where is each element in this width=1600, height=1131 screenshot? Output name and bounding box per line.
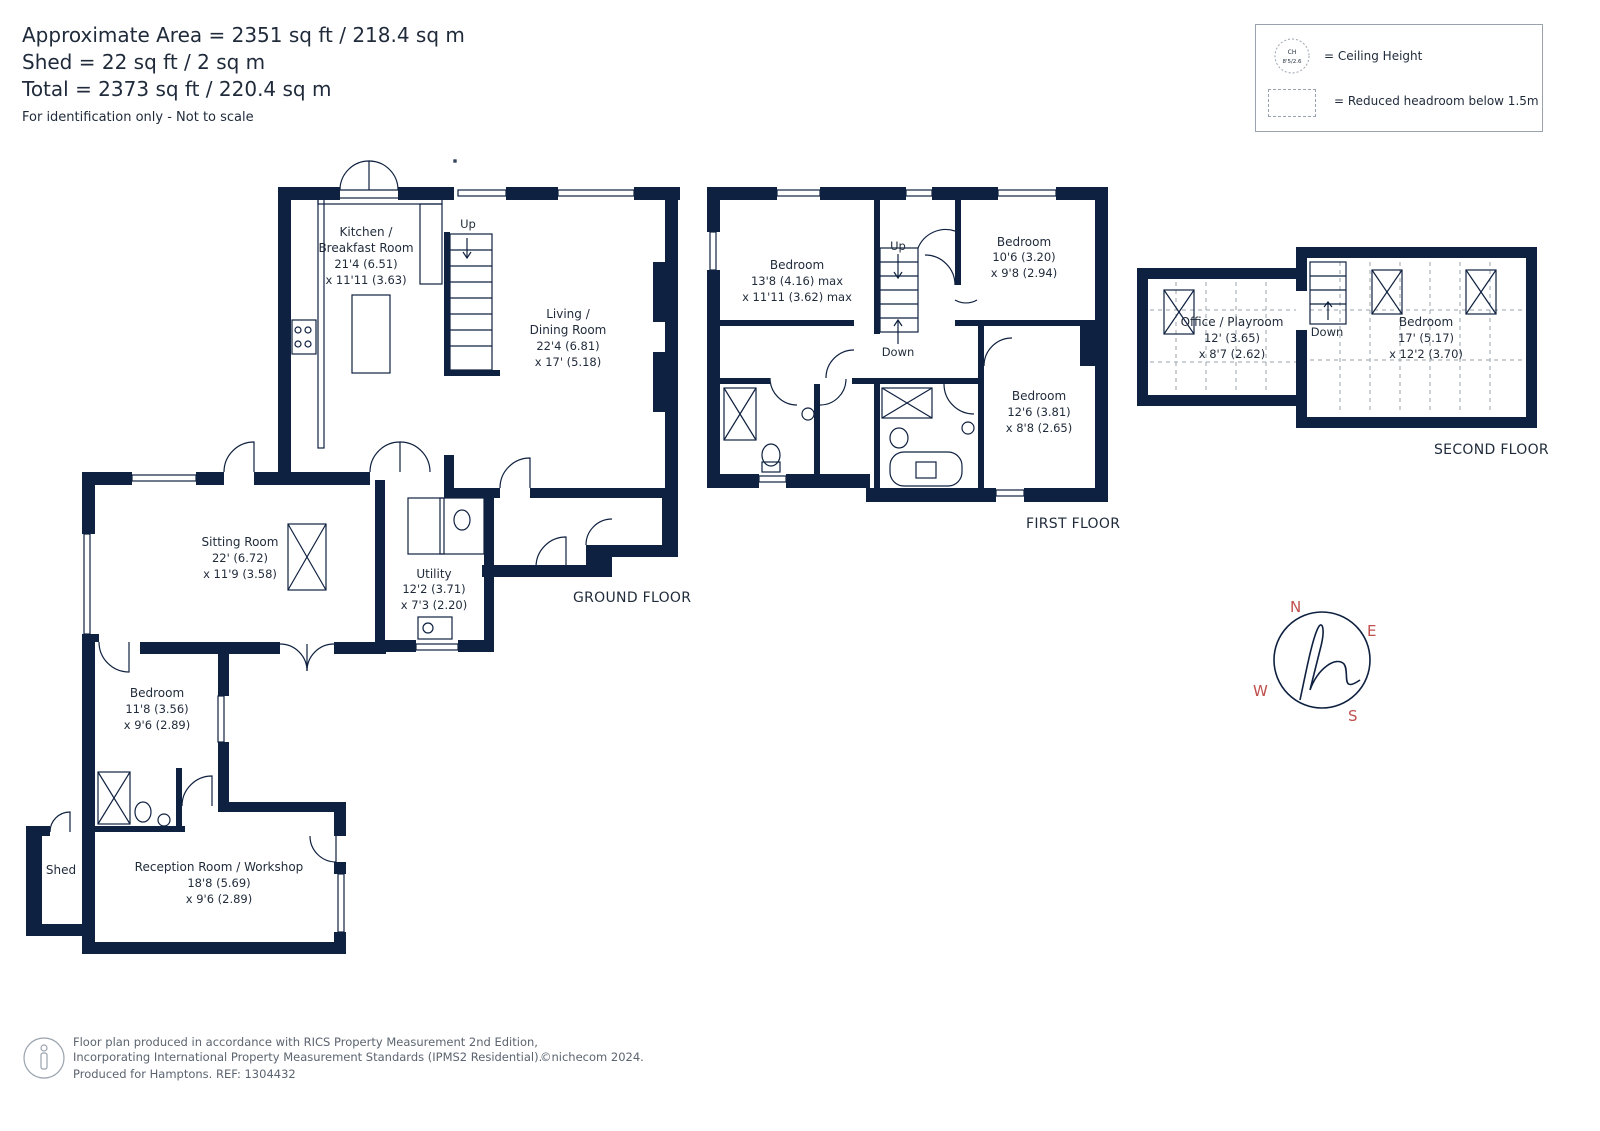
ground-stairs-up-label: Up: [460, 217, 476, 231]
ground-floor-fixtures: [49, 159, 635, 933]
first-floor-label: FIRST FLOOR: [1026, 516, 1121, 532]
second-bedroom-name: Bedroom: [1399, 315, 1453, 329]
compass-logo: N E S W: [1253, 598, 1376, 725]
compass-ring-icon: [1273, 611, 1371, 709]
first-bedroom-3-dim-1: 12'6 (3.81): [1007, 405, 1070, 419]
sitting-dim-2: x 11'9 (3.58): [203, 567, 277, 581]
kitchen-name-1: Kitchen /: [340, 225, 394, 239]
reception-dim-1: 18'8 (5.69): [187, 876, 250, 890]
living-name-2: Dining Room: [530, 323, 607, 337]
reduced-headroom-label: = Reduced headroom below 1.5m: [1334, 94, 1539, 108]
office-dim-2: x 8'7 (2.62): [1199, 347, 1266, 361]
second-floor-label: SECOND FLOOR: [1434, 442, 1549, 458]
office-name: Office / Playroom: [1181, 315, 1284, 329]
footer-ref-line: Produced for Hamptons. REF: 1304432: [73, 1067, 296, 1081]
ground-bedroom-dim-2: x 9'6 (2.89): [124, 718, 191, 732]
reception-name: Reception Room / Workshop: [135, 860, 304, 874]
first-bedroom-3-dim-2: x 8'8 (2.65): [1006, 421, 1073, 435]
ceiling-height-icon: CH 8'5/2.6: [1274, 38, 1310, 74]
ground-bedroom-name: Bedroom: [130, 686, 184, 700]
first-bedroom-1-dim-1: 13'8 (4.16) max: [751, 274, 843, 288]
first-floor-fixtures: [709, 189, 1057, 497]
ceiling-height-label: = Ceiling Height: [1324, 49, 1423, 63]
first-bedroom-2-dim-2: x 9'8 (2.94): [991, 266, 1058, 280]
kitchen-name-2: Breakfast Room: [318, 241, 413, 255]
second-bedroom-dim-2: x 12'2 (3.70): [1389, 347, 1463, 361]
first-bedroom-2-dim-1: 10'6 (3.20): [992, 250, 1055, 264]
legend-box: CH 8'5/2.6 = Ceiling Height = Reduced he…: [1255, 24, 1543, 132]
footer-rics-line: Floor plan produced in accordance with R…: [73, 1035, 538, 1049]
grand-total-line: Total = 2373 sq ft / 220.4 sq m: [22, 77, 332, 101]
reduced-headroom-swatch: [1268, 89, 1316, 117]
compass-west: W: [1253, 682, 1268, 700]
utility-name: Utility: [416, 567, 451, 581]
reception-dim-2: x 9'6 (2.89): [186, 892, 253, 906]
compass-east: E: [1367, 622, 1376, 640]
ground-bedroom-dim-1: 11'8 (3.56): [125, 702, 188, 716]
first-bedroom-2-name: Bedroom: [997, 235, 1051, 249]
second-stairs-down-label: Down: [1311, 325, 1344, 339]
footer-copyright: ©nichecom 2024.: [540, 1050, 644, 1064]
ceiling-badge-top: CH: [1288, 49, 1297, 56]
shed-area-line: Shed = 22 sq ft / 2 sq m: [22, 50, 266, 74]
living-dim-1: 22'4 (6.81): [536, 339, 599, 353]
second-floor-reduced-headroom: [1150, 262, 1526, 414]
ceiling-badge-bottom: 8'5/2.6: [1282, 59, 1302, 65]
footer-ipms-line: Incorporating International Property Mea…: [73, 1050, 543, 1064]
disclaimer-note: For identification only - Not to scale: [22, 110, 254, 125]
walls-ground-floor: [26, 187, 680, 954]
living-name-1: Living /: [546, 307, 590, 321]
walls-first-floor: [707, 187, 1108, 502]
total-area-line: Approximate Area = 2351 sq ft / 218.4 sq…: [22, 23, 465, 47]
office-dim-1: 12' (3.65): [1204, 331, 1260, 345]
sitting-dim-1: 22' (6.72): [212, 551, 268, 565]
utility-dim-2: x 7'3 (2.20): [401, 598, 468, 612]
first-stairs-down-label: Down: [882, 345, 915, 359]
ipms-person-icon: [23, 1037, 65, 1079]
walls-second-floor: [1137, 247, 1537, 428]
first-stairs-up-label: Up: [890, 239, 906, 253]
shed-name: Shed: [46, 863, 76, 877]
compass-monogram-icon: [1299, 624, 1361, 701]
sitting-name: Sitting Room: [202, 535, 279, 549]
first-bedroom-1-dim-2: x 11'11 (3.62) max: [742, 290, 852, 304]
ground-floor-label: GROUND FLOOR: [573, 590, 692, 606]
kitchen-dim-2: x 11'11 (3.63): [325, 273, 406, 287]
first-bedroom-3-name: Bedroom: [1012, 389, 1066, 403]
living-dim-2: x 17' (5.18): [535, 355, 602, 369]
compass-south: S: [1348, 707, 1358, 725]
second-bedroom-dim-1: 17' (5.17): [1398, 331, 1454, 345]
second-floor-fixtures: [1163, 261, 1497, 335]
compass-north: N: [1290, 598, 1301, 616]
room-labels: Kitchen / Breakfast Room 21'4 (6.51) x 1…: [46, 217, 1463, 906]
first-bedroom-1-name: Bedroom: [770, 258, 824, 272]
utility-dim-1: 12'2 (3.71): [402, 582, 465, 596]
kitchen-dim-1: 21'4 (6.51): [334, 257, 397, 271]
